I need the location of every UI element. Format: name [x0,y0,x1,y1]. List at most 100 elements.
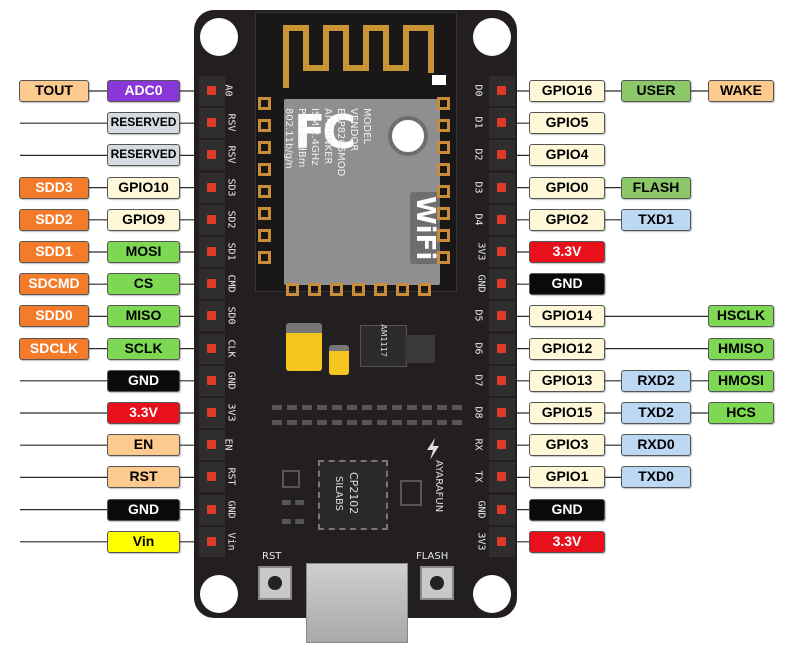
antenna-trace-icon [283,25,446,88]
pin-name: SD0 [225,306,237,325]
flash-button-label: FLASH [416,551,449,562]
capacitor [286,323,322,371]
pin-label-gpio16: GPIO16 [529,80,605,102]
pin-name: SD1 [225,242,237,261]
header-pin [489,430,515,461]
header-pin [489,140,515,171]
gold-pad [418,283,431,296]
header-pin [199,462,225,493]
module-text-line: ISM 2.4GHz [309,108,320,166]
pin-hole [207,118,216,128]
header-pin [489,365,515,396]
pin-label-gnd: GND [529,273,605,296]
pin-hole [497,150,506,160]
regulator-tab [405,335,435,363]
header-pin [489,462,515,493]
pin-name: D5 [472,309,484,322]
pin-name: D4 [472,213,484,226]
header-pin [489,204,515,235]
rst-button-label: RST [262,551,282,562]
pin-name: D7 [472,374,484,387]
regulator-chip: AM1117 [360,324,407,367]
pin-label-wake: WAKE [708,80,774,102]
pin-name: 3V3 [475,242,487,261]
pin-name: 3V3 [225,403,237,422]
pin-name: D0 [472,84,484,97]
gold-pad [352,283,365,296]
rst-button[interactable] [258,566,292,600]
small-component [282,470,300,488]
header-pin [199,172,225,203]
pin-name: EN [222,438,234,451]
pin-hole [207,408,216,417]
header-pin [199,398,225,428]
header-pin [199,237,225,267]
pin-hole [207,472,216,482]
gold-pad [437,97,450,110]
header-pin [199,204,225,235]
gold-pad [308,283,321,296]
pin-hole [207,279,216,289]
usb-chip-model: CP2102 [347,472,360,515]
pin-label-3-3v: 3.3V [529,241,605,263]
header-pin [489,108,515,139]
pin-label-en: EN [107,434,180,457]
pin-label-gnd: GND [107,498,180,521]
module-text-line: ESP8266MOD [335,108,346,177]
gold-pad [396,283,409,296]
pin-label-rst: RST [107,466,180,489]
pin-name: CMD [225,274,237,293]
gold-pad [437,229,450,242]
header-pin [199,365,225,396]
pin-label-hmosi: HMOSI [708,369,774,392]
pin-name: D1 [472,116,484,129]
pin-name: GND [225,371,237,390]
pin-label-flash: FLASH [621,176,691,199]
usb-connector [306,563,408,643]
pin-label-sclk: SCLK [107,337,180,360]
smd-component-row [272,405,462,416]
pin-name: Vin [225,532,237,551]
pin-label-gpio10: GPIO10 [107,176,180,199]
pin-hole [207,440,216,450]
module-text-line: AI-THINKER [322,108,333,165]
pin-name: GND [475,500,487,519]
pin-name: GND [225,500,237,519]
pin-name: D8 [472,406,484,419]
header-pin [199,301,225,332]
module-text-line: PA +25dBm [296,108,307,168]
module-text-line: 802.11b/g/n [283,108,294,169]
header-pin [199,269,225,300]
pin-hole [497,311,506,321]
pin-label-sdclk: SDCLK [19,337,89,360]
pin-name: RSV [225,113,237,132]
mounting-hole [200,18,238,56]
wifi-logo: WiFi [410,192,440,265]
pin-label-sdd2: SDD2 [19,208,89,231]
flash-button[interactable] [420,566,454,600]
globe-logo-icon [388,116,428,156]
pin-hole [207,247,216,256]
lightning-icon [427,438,439,460]
pin-label-gnd: GND [529,498,605,521]
pin-label-hmiso: HMISO [708,337,774,360]
pin-label-rxd0: RXD0 [621,434,691,457]
pin-hole [207,375,216,385]
pin-name: SD2 [225,210,237,229]
pin-hole [207,214,216,224]
pin-name: CLK [225,339,237,358]
header-pin [489,172,515,203]
pin-hole [497,504,506,514]
pin-label-cs: CS [107,273,180,296]
pin-hole [497,472,506,482]
brand-label: AYARAFUN [433,460,444,513]
header-pin [199,526,225,557]
small-component [400,480,422,506]
pin-hole [497,343,506,353]
pin-hole [497,375,506,385]
gold-pad [258,97,271,110]
module-text-line: MODEL [361,108,372,145]
pin-label-adc0: ADC0 [107,80,180,102]
usb-chip: SILABS CP2102 [318,460,388,530]
fc-logo: FC [294,105,356,159]
